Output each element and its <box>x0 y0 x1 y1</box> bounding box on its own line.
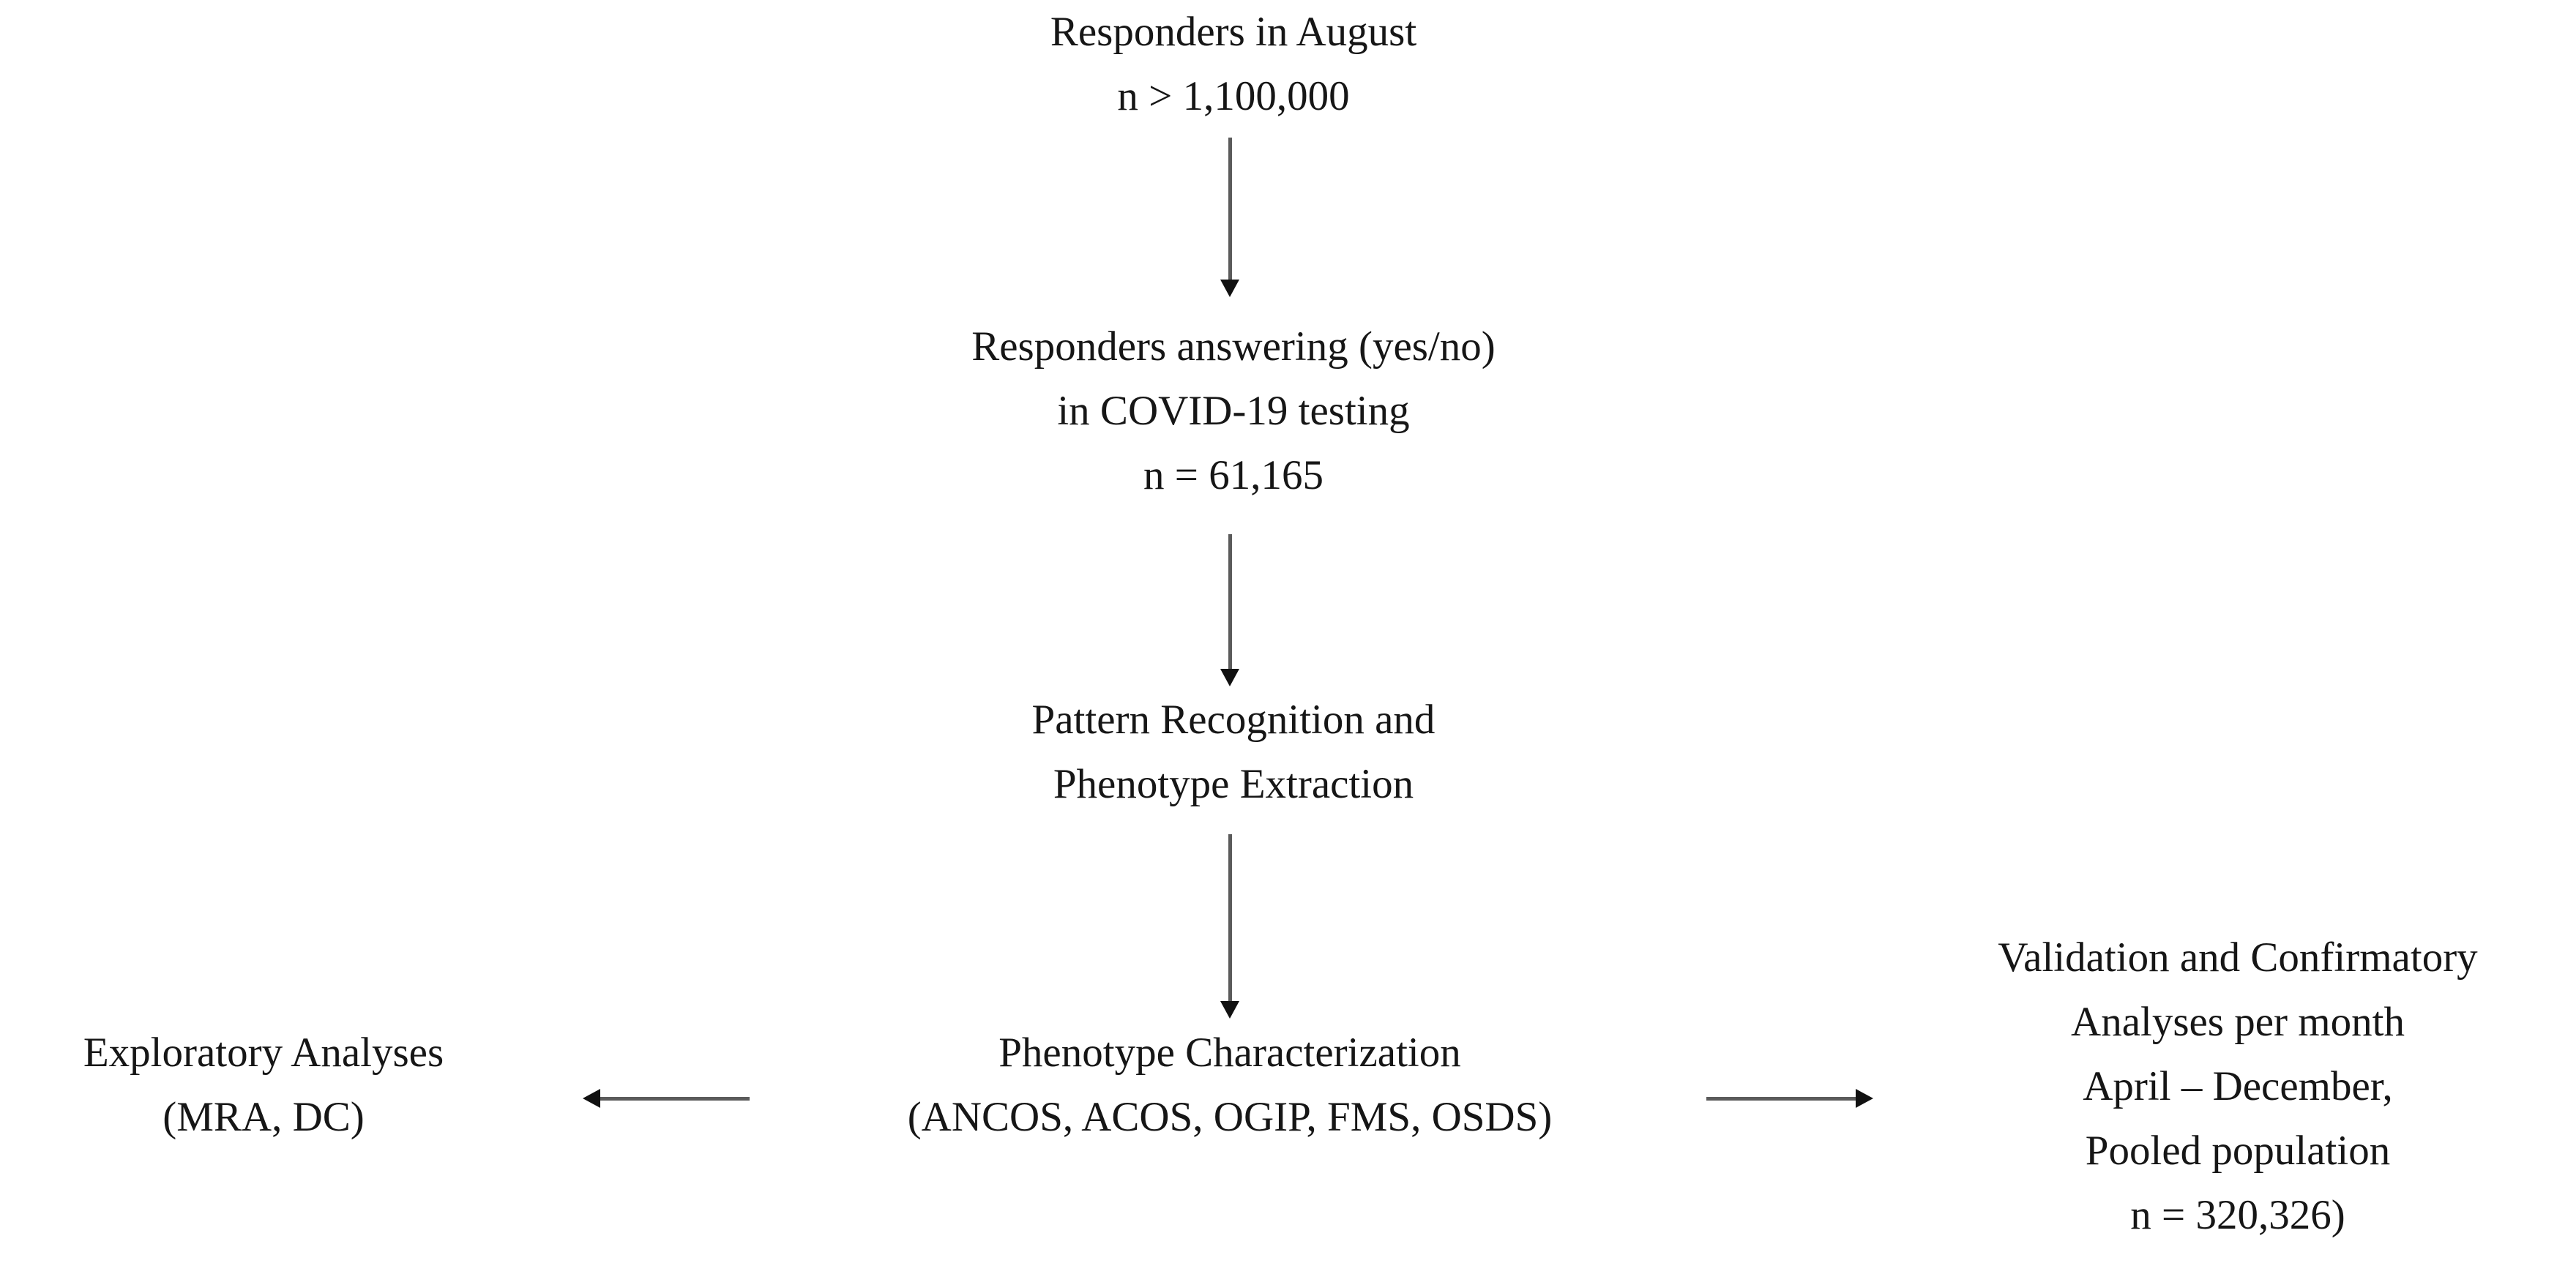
node-phenotype-characterization-line-2: (ANCOS, ACOS, OGIP, FMS, OSDS) <box>907 1094 1553 1140</box>
node-exploratory-analyses: Exploratory Analyses (MRA, DC) <box>0 1021 542 1150</box>
node-responders-testing: Responders answering (yes/no) in COVID-1… <box>820 315 1647 508</box>
arrowhead-right-icon <box>1856 1089 1873 1108</box>
node-responders-august-line-1: Responders in August <box>1050 9 1417 55</box>
arrow-down-pattern-to-phenotype <box>1212 834 1248 1019</box>
arrow-down-august-to-testing <box>1212 138 1248 297</box>
arrowhead-left-icon <box>583 1089 600 1108</box>
node-phenotype-characterization-line-1: Phenotype Characterization <box>998 1030 1461 1076</box>
arrowhead-down-icon <box>1220 1001 1239 1019</box>
node-pattern-recognition-line-2: Phenotype Extraction <box>1053 761 1414 807</box>
arrow-shaft <box>1228 138 1232 284</box>
node-responders-august: Responders in August n > 1,100,000 <box>864 0 1603 129</box>
node-validation-confirmatory-line-5: n = 320,326) <box>2130 1192 2345 1238</box>
arrowhead-down-icon <box>1220 280 1239 297</box>
node-pattern-recognition-line-1: Pattern Recognition and <box>1031 697 1436 743</box>
arrow-right-phenotype-to-validation <box>1706 1081 1873 1116</box>
arrowhead-down-icon <box>1220 669 1239 686</box>
arrow-left-phenotype-to-exploratory <box>583 1081 750 1116</box>
node-exploratory-analyses-line-1: Exploratory Analyses <box>83 1030 444 1076</box>
node-validation-confirmatory-line-1: Validation and Confirmatory <box>1998 934 2478 981</box>
arrow-down-testing-to-pattern <box>1212 534 1248 686</box>
node-responders-testing-line-3: n = 61,165 <box>1143 452 1324 498</box>
arrow-shaft <box>1706 1097 1860 1101</box>
node-pattern-recognition: Pattern Recognition and Phenotype Extrac… <box>864 688 1603 817</box>
node-responders-testing-line-2: in COVID-19 testing <box>1057 388 1410 434</box>
node-validation-confirmatory-line-3: April – December, <box>2083 1063 2393 1109</box>
node-phenotype-characterization: Phenotype Characterization (ANCOS, ACOS,… <box>747 1021 1713 1150</box>
node-validation-confirmatory-line-2: Analyses per month <box>2071 999 2405 1045</box>
node-validation-confirmatory-line-4: Pooled population <box>2085 1128 2391 1174</box>
arrow-shaft <box>596 1097 750 1101</box>
arrow-shaft <box>1228 534 1232 673</box>
arrow-shaft <box>1228 834 1232 1005</box>
node-validation-confirmatory: Validation and Confirmatory Analyses per… <box>1900 926 2576 1248</box>
node-responders-testing-line-1: Responders answering (yes/no) <box>971 323 1496 370</box>
node-responders-august-line-2: n > 1,100,000 <box>1117 73 1350 119</box>
node-exploratory-analyses-line-2: (MRA, DC) <box>163 1094 365 1140</box>
